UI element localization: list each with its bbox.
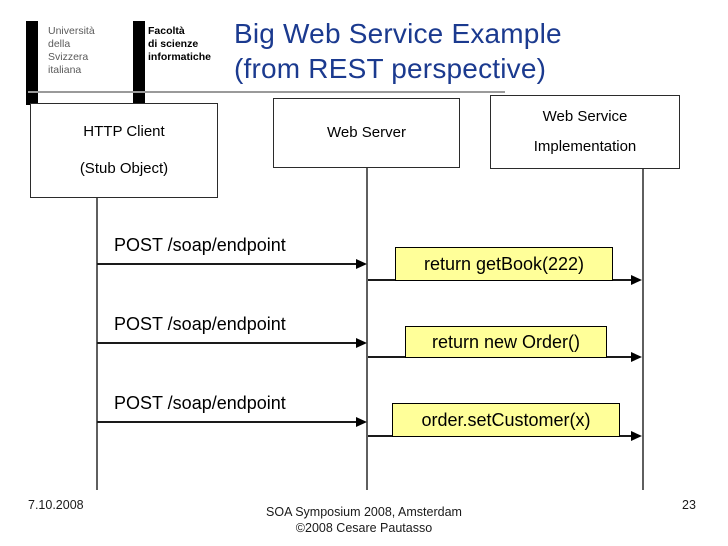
actor-web-server-label: Web Server — [327, 124, 406, 141]
message-label: POST /soap/endpoint — [114, 235, 286, 255]
actor-http-client: HTTP Client (Stub Object) — [30, 103, 218, 198]
message-line — [97, 263, 357, 265]
arrowhead-right-icon — [356, 259, 367, 269]
slide-title-line2: (from REST perspective) — [234, 53, 547, 84]
footer-credit: SOA Symposium 2008, Amsterdam ©2008 Cesa… — [184, 504, 544, 536]
faculty-name-line: Facoltà — [148, 25, 185, 37]
actor-http-client-label: HTTP Client — [83, 123, 165, 140]
university-name-line: Università — [48, 25, 95, 37]
actor-http-client-sublabel: (Stub Object) — [79, 160, 169, 177]
actor-web-server: Web Server — [273, 98, 460, 168]
message-line — [97, 421, 357, 423]
footer-venue: SOA Symposium 2008, Amsterdam — [266, 505, 462, 519]
slide-title: Big Web Service Example (from REST persp… — [234, 16, 562, 86]
university-name-line: Svizzera — [48, 51, 89, 63]
university-name: Università della Svizzera italiana — [48, 25, 95, 77]
arrowhead-right-icon — [631, 352, 642, 362]
page-number: 23 — [682, 498, 696, 512]
arrowhead-right-icon — [356, 417, 367, 427]
logo-bar-right-icon — [133, 21, 145, 105]
faculty-name-line: di scienze — [148, 38, 199, 50]
arrowhead-right-icon — [631, 431, 642, 441]
call-label-box: return new Order() — [405, 326, 607, 358]
footer-date: 7.10.2008 — [28, 498, 84, 512]
arrowhead-right-icon — [631, 275, 642, 285]
actor-impl-label-line1: Web Service — [542, 108, 628, 125]
actor-web-service-implementation: Web Service Implementation — [490, 95, 680, 169]
logo-bar-left-icon — [26, 21, 38, 105]
footer-copyright: ©2008 Cesare Pautasso — [295, 521, 433, 535]
lifeline-web-server — [366, 168, 368, 490]
actor-impl-label-line2: Implementation — [533, 138, 637, 155]
message-label: POST /soap/endpoint — [114, 393, 286, 413]
call-label-box: return getBook(222) — [395, 247, 613, 281]
header-divider — [28, 91, 505, 93]
slide-title-line1: Big Web Service Example — [234, 18, 562, 49]
faculty-name: Facoltà di scienze informatiche — [148, 25, 211, 64]
faculty-name-line: informatiche — [148, 51, 212, 63]
message-line — [97, 342, 357, 344]
university-name-line: italiana — [48, 64, 82, 76]
university-name-line: della — [48, 38, 71, 50]
arrowhead-right-icon — [356, 338, 367, 348]
message-label: POST /soap/endpoint — [114, 314, 286, 334]
lifeline-web-service-implementation — [642, 169, 644, 490]
lifeline-http-client — [96, 198, 98, 490]
call-label-box: order.setCustomer(x) — [392, 403, 620, 437]
